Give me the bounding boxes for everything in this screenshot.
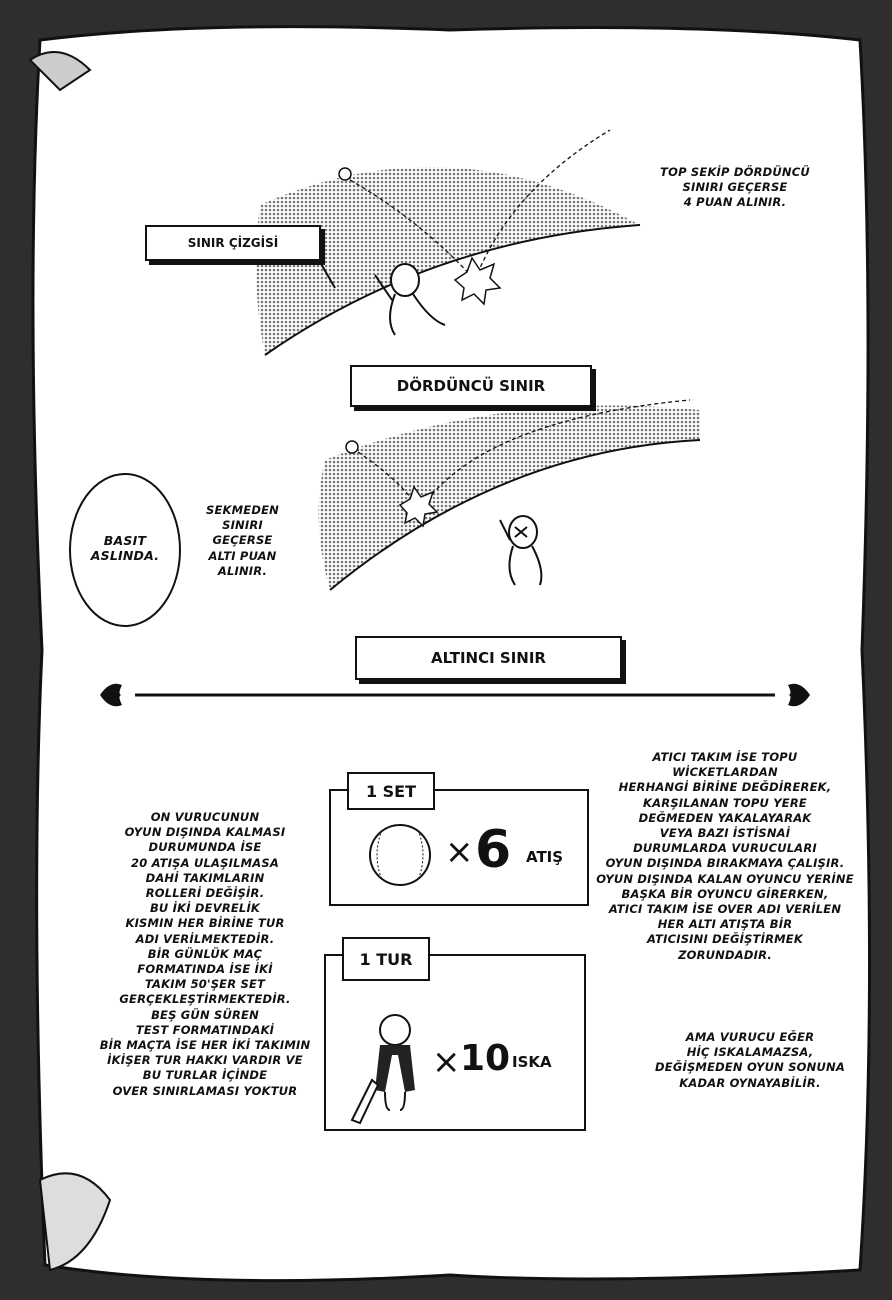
- right-note: AMA VURUCU EĞER HİÇ ISKALAMAZSA, DEĞİŞME…: [655, 1030, 845, 1090]
- speech-bubble: [69, 473, 181, 627]
- tur-tab: 1 TUR: [342, 937, 430, 981]
- batsman-icon: [350, 1014, 415, 1125]
- tur-count: 10: [460, 1038, 511, 1079]
- left-explanation: ON VURUCUNUN OYUN DIŞINDA KALMASI DURUMU…: [99, 810, 311, 1098]
- set-unit: ATIŞ: [526, 848, 564, 866]
- four-caption: TOP SEKİP DÖRDÜNCÜ SINIRI GEÇERSE 4 PUAN…: [660, 165, 810, 210]
- six-boundary-title: ALTINCI SINIR: [355, 636, 622, 680]
- four-boundary-diagram: [256, 129, 641, 356]
- speech-bubble-text: BASIT ASLINDA.: [90, 533, 160, 564]
- six-boundary-diagram: [69, 399, 701, 627]
- set-tab: 1 SET: [347, 772, 435, 810]
- four-boundary-title: DÖRDÜNCÜ SINIR: [350, 365, 592, 407]
- cricket-ball-icon: [369, 824, 431, 886]
- boundary-line-label: SINIR ÇİZGİSİ: [145, 225, 321, 261]
- set-count: 6: [475, 820, 512, 880]
- ornamental-divider: [100, 683, 810, 707]
- tur-multiplier: ×: [432, 1042, 461, 1082]
- tur-unit: ISKA: [512, 1053, 552, 1071]
- right-explanation: ATICI TAKIM İSE TOPU WİCKETLARDAN HERHAN…: [596, 750, 854, 962]
- six-caption: SEKMEDEN SINIRI GEÇERSE ALTI PUAN ALINIR…: [206, 503, 279, 578]
- set-multiplier: ×: [445, 832, 474, 872]
